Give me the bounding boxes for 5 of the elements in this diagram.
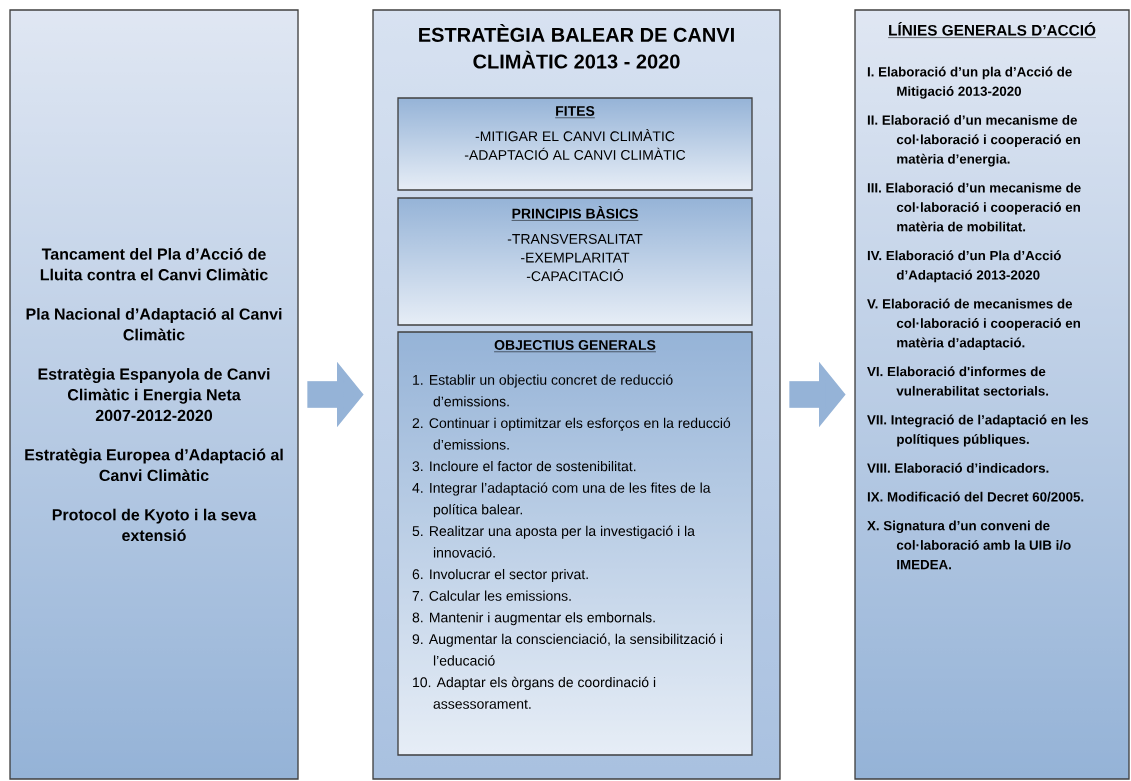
objectives-box: OBJECTIUS GENERALS 1. Establir un objectiu concret de reducció d’emissions. 2. Continuar i optimitzar els esforços en la reducció d’emissions. 3. Incloure el factor de sostenibilitat. 4. Integrar l’adaptació com una de les fites de la política balear. 5. Realitzar una aposta per la investigació i la innovació. 6. Involucrar el sector privat. 7. Calcular les emissions. 8. Mantenir i augmentar els embornals. 9. Augmentar la conscienciació, la sensibilització i l’educació 10. Adaptar els òrgans de coordinació i assessorament.	[397, 331, 753, 756]
principles-box: PRINCIPIS BÀSICS -TRANSVERSALITAT -EXEMPLARITAT -CAPACITACIÓ	[397, 197, 753, 326]
goals-box: FITES -MITIGAR EL CANVI CLIMÀTIC -ADAPTACIÓ AL CANVI CLIMÀTIC	[397, 97, 753, 191]
source-panel: Tancament del Pla d’Acció de Lluita contra el Canvi Climàtic Pla Nacional d’Adaptació al Canvi Climàtic Estratègia Espanyola de Canvi Climàtic i Energia Neta 2007-2012-2020 Estratègia Europea d’Adaptació al Canvi Climàtic Protocol de Kyoto i la seva extensió	[9, 9, 299, 780]
actions-panel: LÍNIES GENERALS D’ACCIÓ I. Elaboració d’un pla d’Acció de Mitigació 2013-2020 II. Elaboració d’un mecanisme de col·laboració i cooperació en matèria d’energia. III. Elaboració d’un mecanisme de col·laboració i cooperació en matèria de mobilitat. IV. Elaboració d’un Pla d’Acció d’Adaptació 2013-2020 V. Elaboració de mecanismes de col·laboració i cooperació en matèria d’adaptació. VI. Elaboració d'informes de vulnerabilitat sectorials. VII. Integració de l’adaptació en les polítiques públiques. VIII. Elaboració d’indicadors. IX. Modificació del Decret 60/2005. X. Signatura d’un conveni de col·laboració amb la UIB i/o IMEDEA.	[854, 9, 1130, 780]
